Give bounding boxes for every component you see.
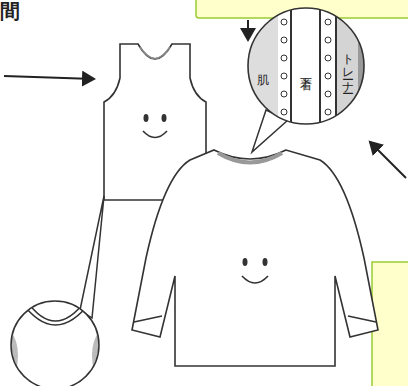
layer-band: 肌: [250, 40, 276, 90]
magnifier-circle: [248, 8, 364, 124]
heading-fragment: 間: [0, 0, 20, 25]
callout-tail: [80, 196, 104, 318]
zoom-circle: [11, 301, 99, 386]
pointer-arrow: [247, 20, 249, 40]
zoom-detail: [8, 300, 102, 386]
layer-band: トレーナー: [338, 24, 358, 108]
pointer-arrow: [370, 142, 406, 178]
sweatshirt: [132, 150, 378, 366]
layer-detail: [246, 6, 370, 128]
pointer-arrow: [4, 76, 94, 79]
layer-label: トレーナー: [342, 45, 354, 87]
layer-band: 下着: [294, 40, 318, 96]
